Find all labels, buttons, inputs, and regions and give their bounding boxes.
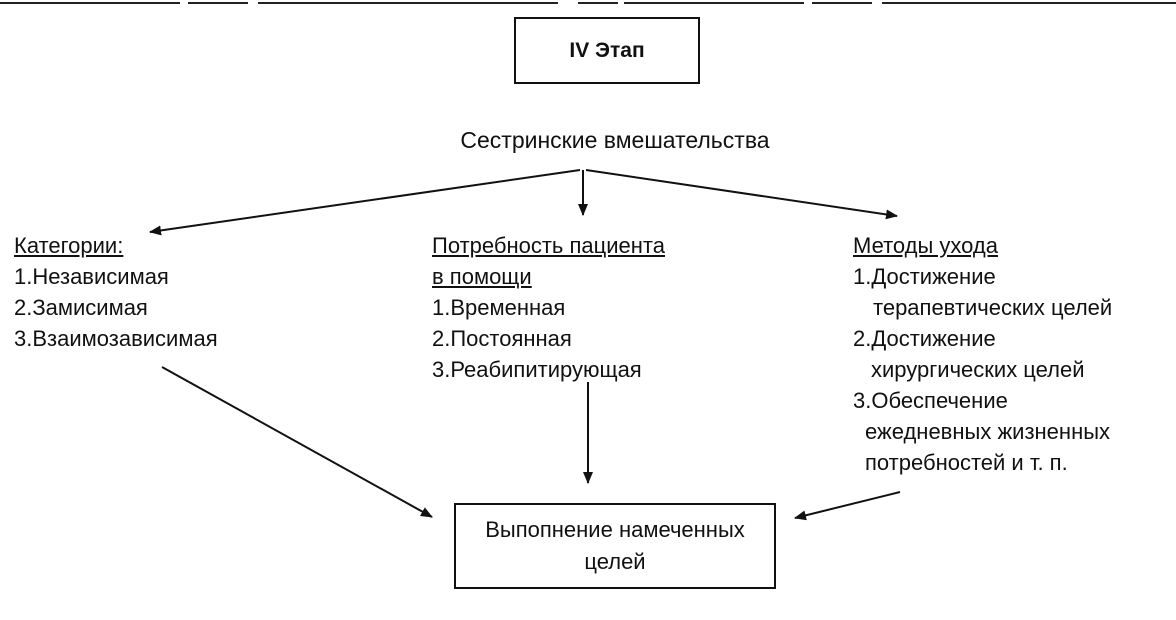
arrow-methods-to-result [794, 491, 901, 521]
result-line: Выпопнение намеченных [485, 517, 745, 542]
categories-item: 1.Независимая [14, 264, 169, 289]
care-methods-item: 1.Достижение [853, 264, 996, 289]
arrow-to-care-methods [585, 169, 898, 220]
patient-need-column: Потребность пациента в помощи 1.Временна… [432, 230, 665, 385]
arrow-to-categories [149, 169, 581, 236]
care-methods-item-cont: терапевтических целей [873, 295, 1113, 320]
care-methods-heading: Методы ухода [853, 233, 998, 258]
stage-box: IV Этап [514, 17, 700, 84]
care-methods-item: 3.Обеспечение [853, 388, 1008, 413]
patient-need-heading-cont: в помощи [432, 264, 532, 289]
categories-column: Категории: 1.Независимая 2.Замисимая 3.В… [14, 230, 218, 354]
top-border-line [0, 2, 1176, 4]
categories-heading: Категории: [14, 233, 124, 258]
care-methods-item-cont: хирургических целей [871, 357, 1085, 382]
center-title: Сестринские вмешательства [460, 127, 770, 153]
arrow-categories-to-result [161, 366, 433, 518]
stage-label: IV Этап [569, 38, 645, 62]
categories-item: 3.Взаимозависимая [14, 326, 218, 351]
categories-item: 2.Замисимая [14, 295, 148, 320]
patient-need-heading: Потребность пациента [432, 233, 665, 258]
care-methods-item: 2.Достижение [853, 326, 996, 351]
patient-need-item: 3.Реабипитирующая [432, 357, 642, 382]
patient-need-item: 2.Постоянная [432, 326, 572, 351]
result-box: Выпопнение намеченных целей [454, 503, 776, 589]
result-line: целей [584, 549, 646, 574]
patient-need-item: 1.Временная [432, 295, 566, 320]
care-methods-column: Методы ухода 1.Достижение терапевтически… [853, 230, 1112, 478]
care-methods-item-cont: потребностей и т. п. [865, 450, 1068, 475]
care-methods-item-cont: ежедневных жизненных [865, 419, 1111, 444]
